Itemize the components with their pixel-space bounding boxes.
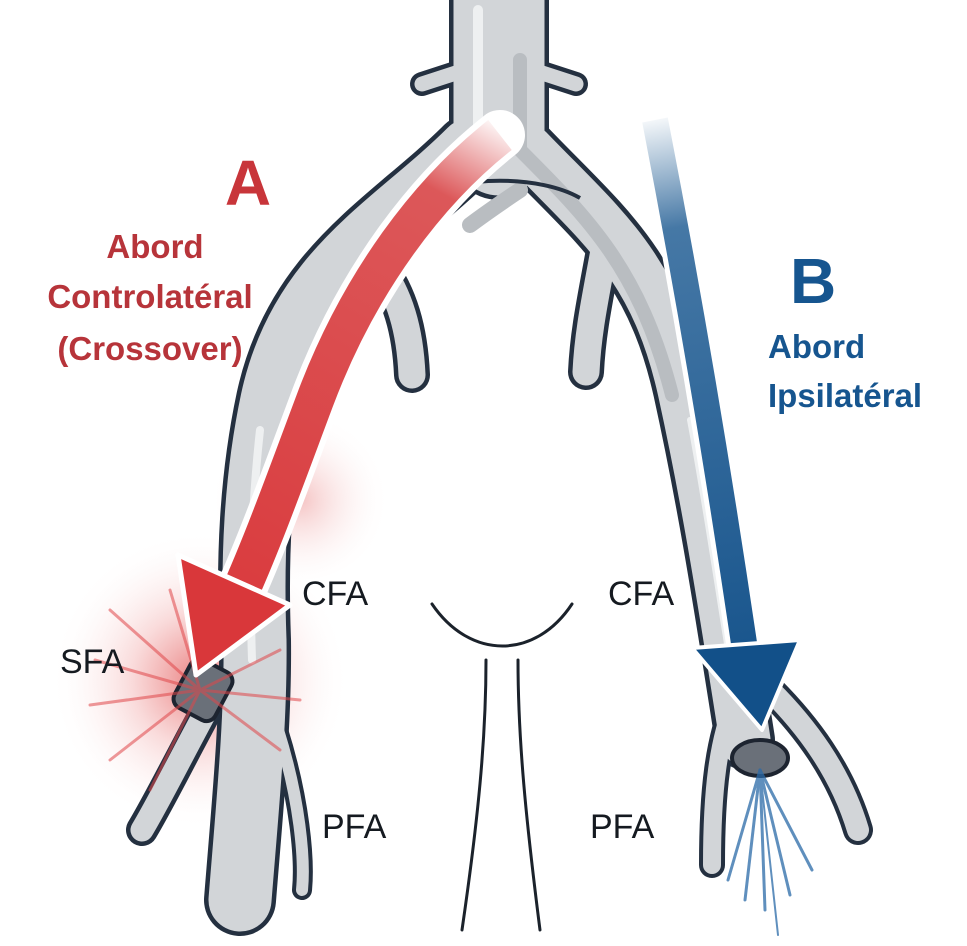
left-pfa-label: PFA bbox=[322, 808, 387, 846]
groin-outline bbox=[432, 604, 572, 930]
approach-a-label: A Abord Controlatéral (Crossover) bbox=[47, 147, 271, 367]
approach-a-line3: (Crossover) bbox=[57, 330, 242, 367]
blue-burst bbox=[728, 770, 812, 935]
left-sfa-label: SFA bbox=[60, 643, 125, 681]
right-cfa-label: CFA bbox=[608, 575, 674, 613]
approach-a-line2: Controlatéral bbox=[47, 278, 252, 315]
approach-a-letter: A bbox=[225, 147, 271, 219]
approach-b-line1: Abord bbox=[768, 328, 865, 365]
approach-a-line1: Abord bbox=[106, 228, 203, 265]
right-pfa-label: PFA bbox=[590, 808, 655, 846]
approach-b-label: B Abord Ipsilatéral bbox=[768, 245, 922, 414]
approach-b-letter: B bbox=[790, 245, 836, 317]
approach-b-line2: Ipsilatéral bbox=[768, 377, 922, 414]
left-cfa-label: CFA bbox=[302, 575, 368, 613]
